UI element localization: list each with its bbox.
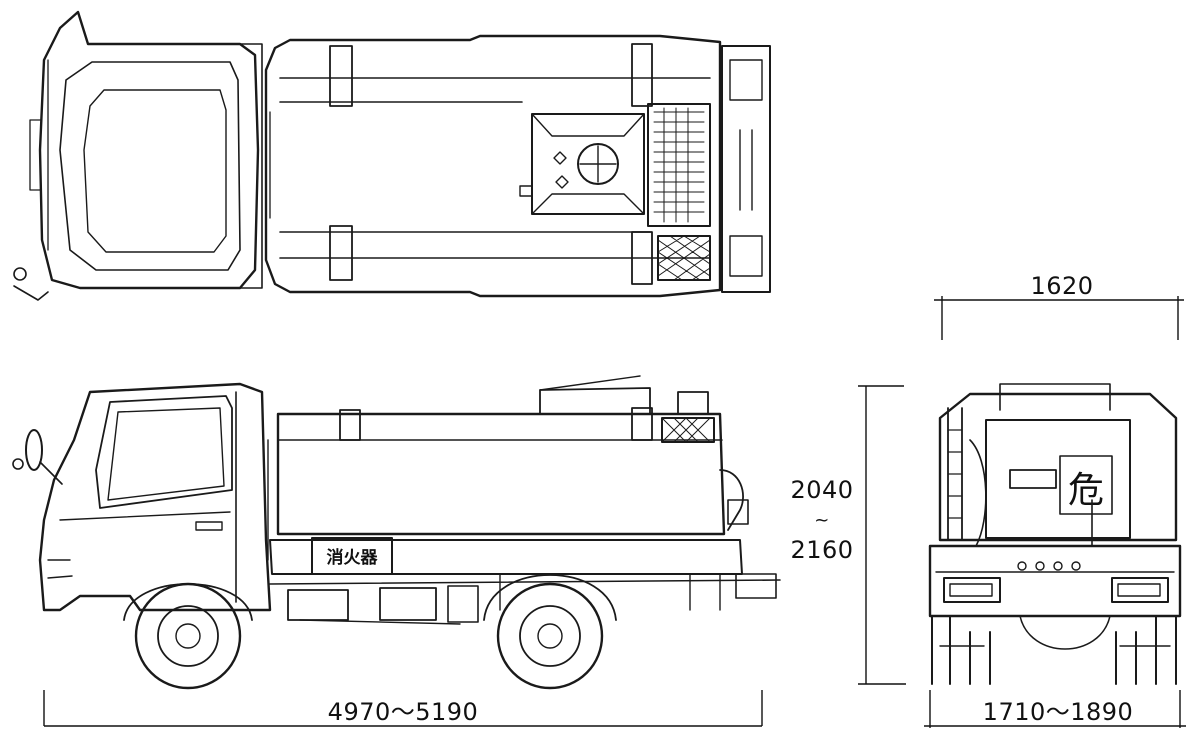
side-view: [12, 375, 781, 690]
tank-width-label: 1620: [1030, 272, 1093, 300]
side-view-rear-wheel: [483, 574, 617, 690]
hazard-placard: 危: [1068, 470, 1104, 511]
top-view-tank: [264, 34, 771, 298]
height-min-label: 2040: [790, 476, 853, 504]
side-view-cab: [12, 382, 272, 612]
dimension-overall-width: 1710～1890: [924, 690, 1186, 728]
dimension-tank-width: 1620: [934, 272, 1184, 340]
extinguisher-label: 消火器: [327, 547, 379, 567]
side-view-chassis: [269, 537, 781, 625]
dimension-overall-height: 2040 ~ 2160: [790, 385, 906, 685]
dimension-overall-length: 4970～5190: [43, 690, 763, 727]
top-view-cab: [13, 10, 263, 301]
height-max-label: 2160: [790, 536, 853, 564]
side-view-front-wheel: [123, 582, 253, 690]
top-view: [13, 10, 771, 301]
height-range-separator: ~: [814, 510, 830, 531]
overall-width-label: 1710～1890: [983, 698, 1134, 726]
overall-length-label: 4970～5190: [328, 698, 479, 726]
rear-view: 危: [928, 383, 1182, 685]
side-view-tank: [267, 375, 749, 561]
